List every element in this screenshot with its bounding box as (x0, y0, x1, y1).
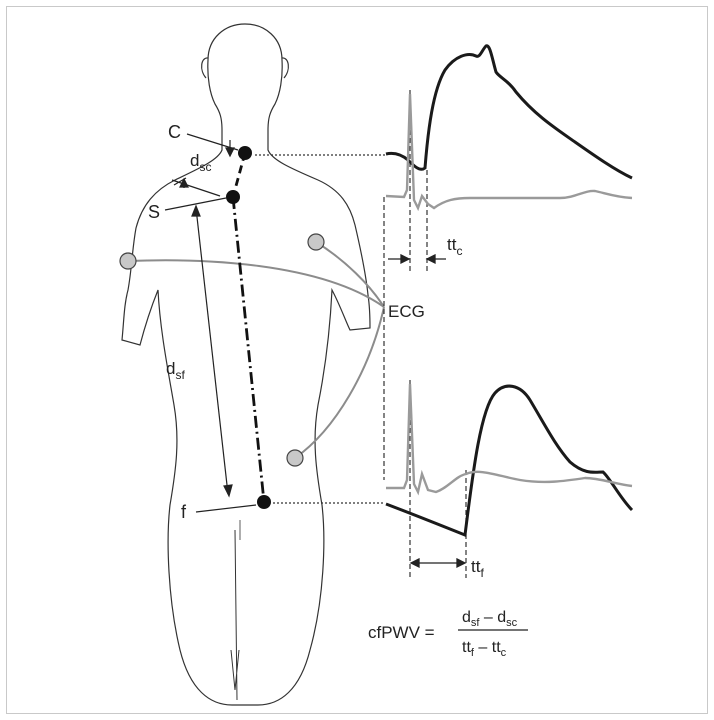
body-outline (122, 24, 370, 705)
body-silhouette (122, 24, 370, 705)
ttc-left-head (401, 255, 409, 263)
electrode-abdomen (287, 450, 303, 466)
femoral-leader (196, 505, 256, 512)
leg-split (231, 530, 239, 700)
label-carotid: C (168, 122, 181, 142)
right-ear (282, 58, 288, 78)
lead-left-shoulder (128, 260, 384, 307)
label-sternal: S (148, 202, 160, 222)
d-sf-arrowhead-top (192, 206, 200, 216)
formula-lhs: cfPWV = (368, 623, 435, 642)
label-femoral: f (181, 502, 187, 522)
distance-arrows (180, 140, 234, 496)
d-sf-arrowhead-bottom (224, 485, 232, 496)
ttf-right-head (457, 559, 465, 567)
ttf-left-head (411, 559, 419, 567)
ecg-waveform-top (386, 94, 632, 208)
left-ear (202, 58, 208, 78)
arterial-path (233, 153, 264, 502)
electrode-left-shoulder (120, 253, 136, 269)
formula-numerator: dsf – dsc (462, 609, 518, 629)
label-tt-c: ttc (447, 235, 462, 258)
ecg-waveform-bottom (386, 384, 632, 492)
label-ecg: ECG (388, 302, 425, 321)
ttc-right-head (427, 255, 435, 263)
femoral-point (257, 495, 271, 509)
formula-denominator: ttf – ttc (462, 639, 507, 659)
d-sf-line (196, 208, 228, 494)
electrode-right-shoulder (308, 234, 324, 250)
cfpwv-formula: cfPWV = dsf – dsc ttf – ttc (368, 609, 528, 659)
lead-abdomen (295, 307, 384, 458)
lead-right-shoulder (316, 242, 384, 307)
label-tt-f: ttf (471, 557, 484, 580)
carotid-point (238, 146, 252, 160)
sternal-to-femoral-path (233, 197, 264, 502)
carotid-pressure-waveform (386, 46, 632, 178)
measurement-points (226, 146, 271, 509)
sternal-point (226, 190, 240, 204)
electrodes (120, 234, 324, 466)
label-leaders (165, 134, 256, 512)
d-sc-arrowhead (226, 148, 234, 156)
femoral-pressure-waveform (386, 386, 632, 535)
